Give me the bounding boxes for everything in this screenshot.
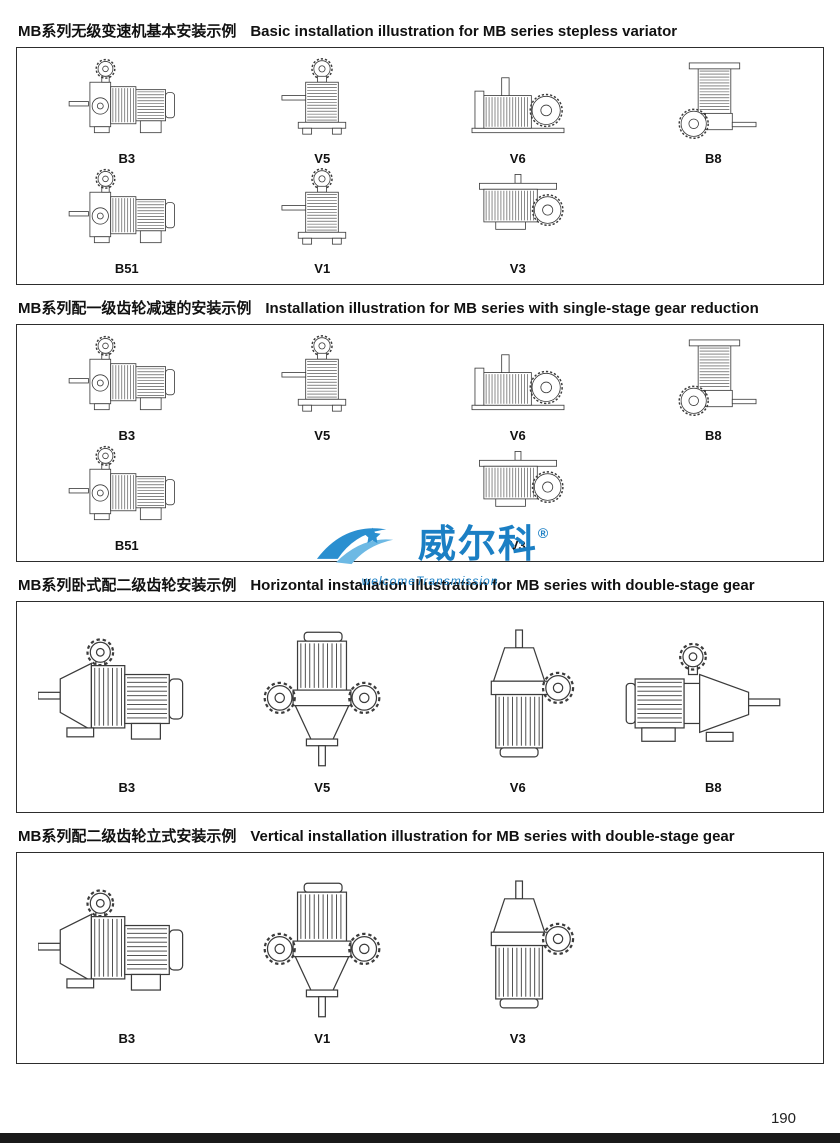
figure-V3: V3 — [420, 444, 616, 553]
technical-drawing — [233, 871, 411, 1029]
figure-B3: B3 — [29, 620, 225, 795]
section-heading: MB系列无级变速机基本安装示例 Basic installation illust… — [18, 20, 822, 41]
illustration-box: B3 V1 V3 — [16, 852, 824, 1064]
mounting-code-label: B8 — [704, 779, 722, 795]
mounting-code-label: V5 — [314, 779, 331, 795]
illustration-box: B3 V5 V6 B8 — [16, 601, 824, 813]
figure-row: B3 V5 V6 B8 — [29, 334, 811, 443]
section-heading: MB系列配一级齿轮减速的安装示例 Installation illustratio… — [18, 297, 822, 318]
technical-drawing — [233, 620, 411, 778]
technical-drawing — [634, 57, 792, 149]
section-heading: MB系列配二级齿轮立式安装示例 Vertical installation ill… — [18, 825, 822, 846]
mounting-code-label: V1 — [314, 1030, 331, 1046]
technical-drawing — [243, 334, 401, 426]
section-4: MB系列配二级齿轮立式安装示例 Vertical installation ill… — [16, 825, 824, 1064]
section-heading-en: Horizontal installation illustration for… — [250, 577, 755, 594]
figure-B3: B3 — [29, 334, 225, 443]
technical-drawing — [37, 620, 216, 778]
figure-V1: V1 — [225, 167, 421, 276]
mounting-code-label: V6 — [509, 427, 526, 443]
figure-row: B3 V5 V6 B8 — [29, 57, 811, 166]
mounting-code-label: B51 — [114, 260, 139, 276]
technical-drawing — [243, 57, 401, 149]
mounting-code-label: B8 — [704, 150, 722, 166]
figure-B3: B3 — [29, 871, 225, 1046]
section-heading-zh: MB系列配二级齿轮立式安装示例 — [18, 828, 237, 845]
technical-drawing — [429, 871, 607, 1029]
technical-drawing — [429, 620, 607, 778]
section-heading-en: Installation illustration for MB series … — [265, 300, 759, 317]
mounting-code-label: B51 — [114, 537, 139, 553]
figure-B8: B8 — [616, 57, 812, 166]
sections-container: MB系列无级变速机基本安装示例 Basic installation illust… — [16, 20, 824, 1064]
technical-drawing — [634, 334, 792, 426]
figure-V6: V6 — [420, 620, 616, 795]
section-heading-en: Basic installation illustration for MB s… — [250, 23, 678, 40]
section-heading-en: Vertical installation illustration for M… — [250, 828, 735, 845]
section-2: MB系列配一级齿轮减速的安装示例 Installation illustratio… — [16, 297, 824, 562]
figure-V5: V5 — [225, 334, 421, 443]
mounting-code-label: B3 — [118, 150, 136, 166]
figure-row: B3 V5 V6 B8 — [29, 620, 811, 795]
figure-row: B51 V1 V3 — [29, 167, 811, 276]
figure-row: B3 V1 V3 — [29, 871, 811, 1046]
figure-V6: V6 — [420, 57, 616, 166]
mounting-code-label: V5 — [314, 427, 331, 443]
figure-B51: B51 — [29, 444, 225, 553]
technical-drawing — [243, 167, 401, 259]
figure-B8: B8 — [616, 620, 812, 795]
mounting-code-label: B8 — [704, 427, 722, 443]
technical-drawing — [48, 334, 206, 426]
mounting-code-label: V6 — [509, 779, 526, 795]
section-heading: MB系列卧式配二级齿轮安装示例 Horizontal installation i… — [18, 574, 822, 595]
section-1: MB系列无级变速机基本安装示例 Basic installation illust… — [16, 20, 824, 285]
figure-B8: B8 — [616, 334, 812, 443]
mounting-code-label: V6 — [509, 150, 526, 166]
technical-drawing — [37, 871, 216, 1029]
figure-B3: B3 — [29, 57, 225, 166]
technical-drawing — [48, 444, 206, 536]
figure-V5: V5 — [225, 620, 421, 795]
mounting-code-label: B3 — [118, 427, 136, 443]
technical-drawing — [439, 334, 597, 426]
technical-drawing — [439, 57, 597, 149]
figure-V3: V3 — [420, 871, 616, 1046]
mounting-code-label: V5 — [314, 150, 331, 166]
section-heading-zh: MB系列配一级齿轮减速的安装示例 — [18, 300, 252, 317]
mounting-code-label: V3 — [509, 1030, 526, 1046]
technical-drawing — [48, 167, 206, 259]
technical-drawing — [439, 167, 597, 259]
mounting-code-label: V3 — [509, 260, 526, 276]
figure-B51: B51 — [29, 167, 225, 276]
figure-V1: V1 — [225, 871, 421, 1046]
technical-drawing — [439, 444, 597, 536]
technical-drawing — [48, 57, 206, 149]
section-3: MB系列卧式配二级齿轮安装示例 Horizontal installation i… — [16, 574, 824, 813]
figure-V3: V3 — [420, 167, 616, 276]
figure-row: B51 V3 — [29, 444, 811, 553]
section-heading-zh: MB系列卧式配二级齿轮安装示例 — [18, 577, 237, 594]
bottom-edge-bar — [0, 1133, 840, 1143]
mounting-code-label: B3 — [118, 779, 136, 795]
figure-V6: V6 — [420, 334, 616, 443]
technical-drawing — [624, 620, 802, 778]
figure-V5: V5 — [225, 57, 421, 166]
mounting-code-label: V3 — [509, 537, 526, 553]
mounting-code-label: B3 — [118, 1030, 136, 1046]
page-number: 190 — [770, 1110, 796, 1127]
section-heading-zh: MB系列无级变速机基本安装示例 — [18, 23, 237, 40]
mounting-code-label: V1 — [314, 260, 331, 276]
